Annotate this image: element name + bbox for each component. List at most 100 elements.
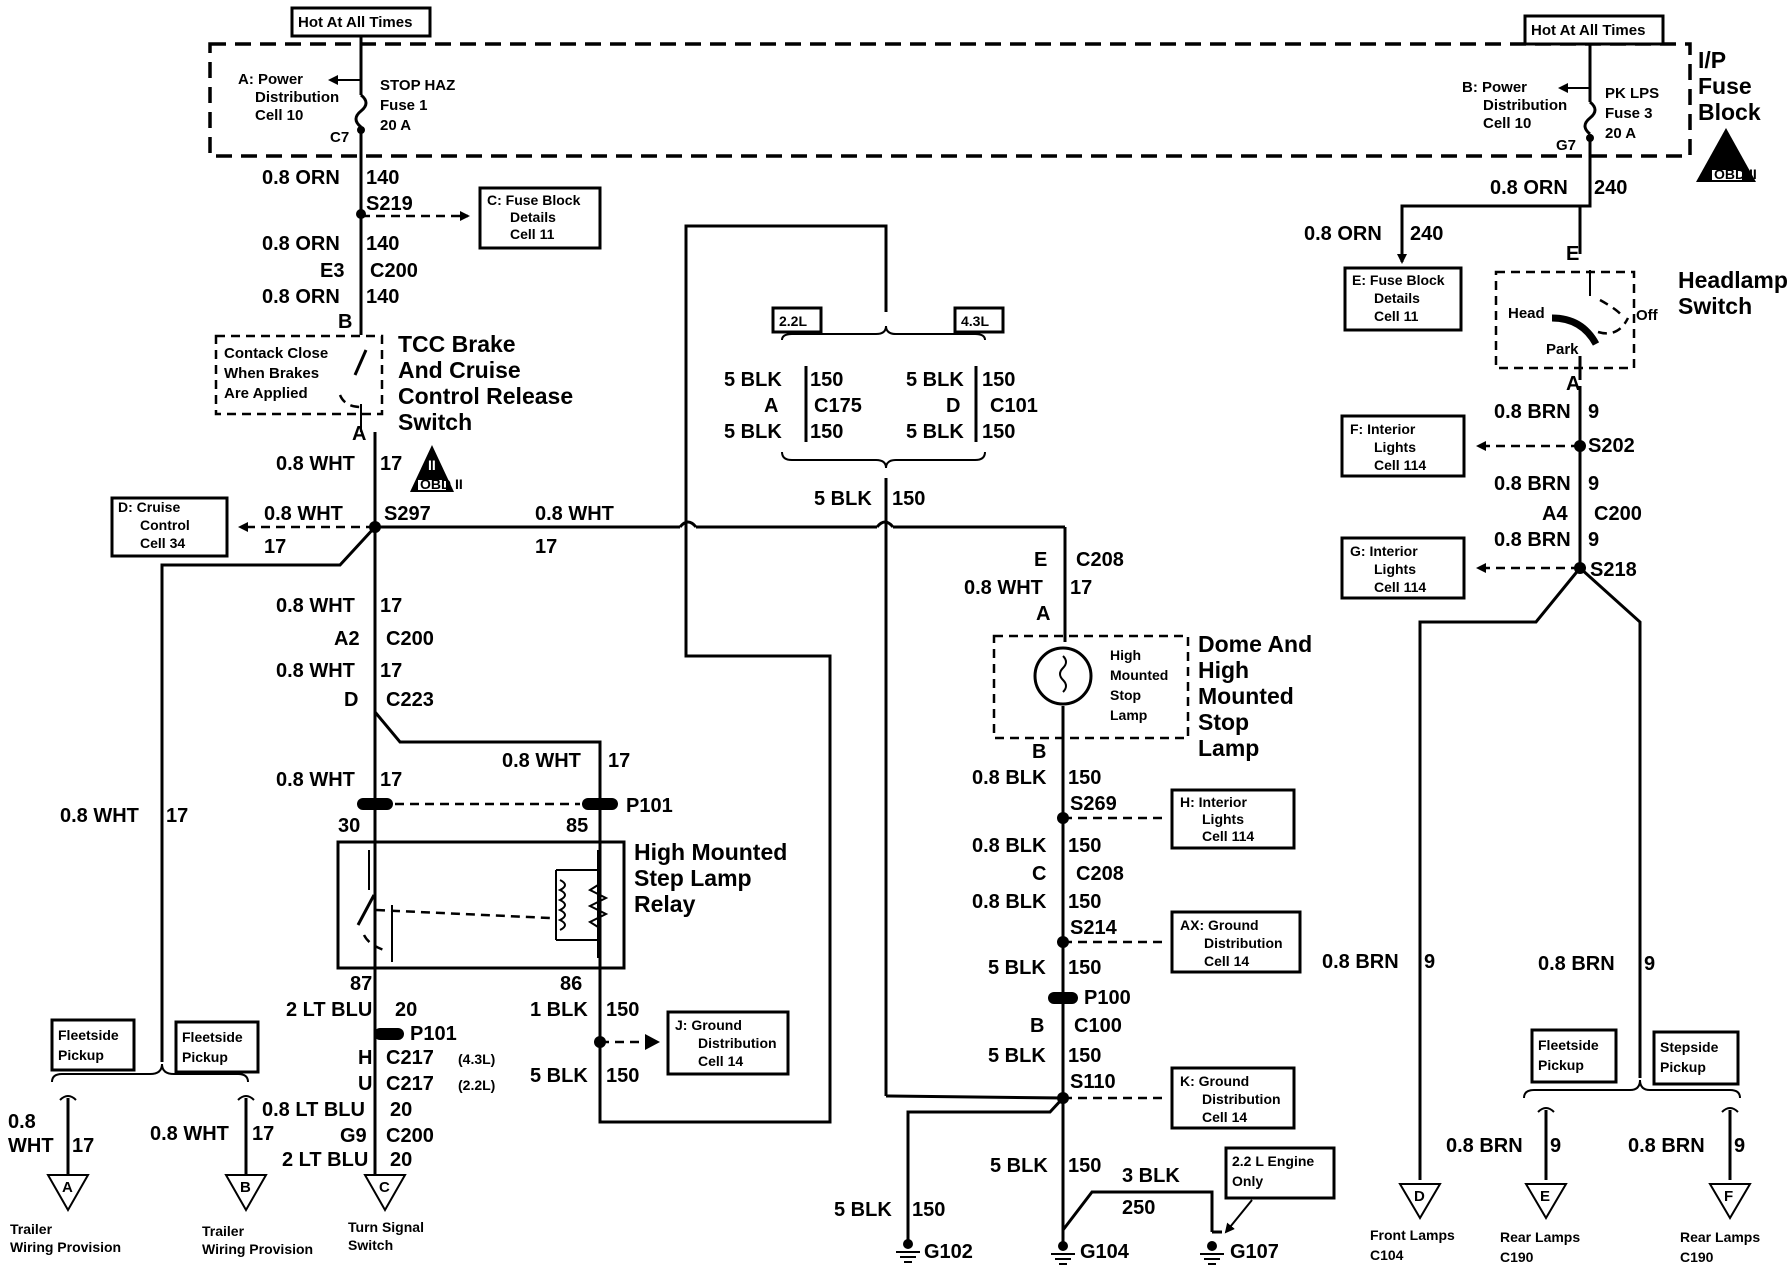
ref-ax-box: AX: Ground Distribution Cell 14 — [1170, 910, 1302, 974]
svg-text:Hot At All Times: Hot At All Times — [298, 14, 412, 31]
svg-text:E: Fuse Block: E: Fuse Block — [1352, 272, 1445, 288]
svg-text:9: 9 — [1588, 401, 1599, 423]
svg-text:140: 140 — [366, 233, 399, 255]
svg-text:17: 17 — [72, 1135, 94, 1157]
svg-text:TCC Brake: TCC Brake — [398, 331, 516, 357]
svg-text:Switch: Switch — [1678, 293, 1752, 319]
svg-text:A2: A2 — [334, 628, 360, 650]
svg-text:Cell 114: Cell 114 — [1374, 579, 1426, 595]
stepside-option: Stepside Pickup — [1652, 1030, 1740, 1086]
svg-text:Cell 14: Cell 14 — [698, 1053, 743, 1069]
svg-text:Rear Lamps: Rear Lamps — [1500, 1229, 1580, 1245]
svg-text:G: Interior: G: Interior — [1350, 543, 1418, 559]
svg-text:0.8 BRN: 0.8 BRN — [1446, 1135, 1523, 1157]
svg-text:Stepside: Stepside — [1660, 1039, 1719, 1055]
svg-text:17: 17 — [380, 453, 402, 475]
svg-text:When Brakes: When Brakes — [224, 365, 319, 382]
svg-text:S218: S218 — [1590, 559, 1637, 581]
connector-arrow-c: C — [363, 1174, 407, 1213]
svg-text:Lights: Lights — [1374, 439, 1416, 455]
svg-text:I/P: I/P — [1698, 47, 1726, 73]
svg-text:C208: C208 — [1076, 863, 1124, 885]
svg-text:17: 17 — [264, 536, 286, 558]
svg-text:0.8 WHT: 0.8 WHT — [60, 805, 139, 827]
svg-text:9: 9 — [1588, 529, 1599, 551]
svg-text:A: A — [764, 395, 778, 417]
svg-text:0.8 WHT: 0.8 WHT — [535, 503, 614, 525]
svg-text:150: 150 — [982, 421, 1015, 443]
svg-text:Hot At All Times: Hot At All Times — [1531, 22, 1645, 39]
svg-text:150: 150 — [606, 999, 639, 1021]
svg-text:C200: C200 — [370, 260, 418, 282]
svg-text:A: A — [1566, 373, 1580, 395]
ref-k-box: K: Ground Distribution Cell 14 — [1170, 1066, 1296, 1130]
svg-text:20: 20 — [390, 1149, 412, 1171]
svg-text:20 A: 20 A — [1605, 125, 1636, 142]
svg-text:2 LT BLU: 2 LT BLU — [286, 999, 372, 1021]
svg-text:240: 240 — [1410, 223, 1443, 245]
svg-text:A: Power: A: Power — [238, 71, 303, 88]
svg-text:20: 20 — [395, 999, 417, 1021]
svg-text:Pickup: Pickup — [1660, 1059, 1706, 1075]
svg-text:250: 250 — [1122, 1197, 1155, 1219]
svg-text:Pickup: Pickup — [1538, 1057, 1584, 1073]
svg-text:Off: Off — [1636, 307, 1659, 324]
svg-text:A: A — [62, 1179, 73, 1196]
option-4-3l: 4.3L — [953, 306, 1005, 334]
ground-g104-icon — [1051, 1241, 1075, 1265]
svg-text:Stop: Stop — [1110, 687, 1141, 703]
svg-text:150: 150 — [1068, 835, 1101, 857]
svg-text:Distribution: Distribution — [1204, 935, 1283, 951]
svg-text:Pickup: Pickup — [58, 1047, 104, 1063]
svg-text:High: High — [1198, 657, 1249, 683]
svg-text:30: 30 — [338, 815, 360, 837]
svg-text:5 BLK: 5 BLK — [814, 488, 872, 510]
svg-text:17: 17 — [380, 660, 402, 682]
svg-text:C: Fuse Block: C: Fuse Block — [487, 192, 581, 208]
svg-text:S214: S214 — [1070, 917, 1118, 939]
svg-text:0.8 BRN: 0.8 BRN — [1494, 473, 1571, 495]
svg-text:Only: Only — [1232, 1173, 1263, 1189]
ref-d-box: D: Cruise Control Cell 34 — [110, 496, 229, 558]
svg-text:C200: C200 — [386, 628, 434, 650]
svg-text:150: 150 — [1068, 767, 1101, 789]
connector-arrow-d: D — [1398, 1183, 1442, 1220]
connector-arrow-f: F — [1708, 1183, 1752, 1220]
svg-text:Details: Details — [510, 209, 556, 225]
svg-text:Mounted: Mounted — [1110, 667, 1168, 683]
svg-text:0.8 ORN: 0.8 ORN — [1490, 177, 1568, 199]
svg-text:Switch: Switch — [348, 1237, 393, 1253]
svg-text:Turn Signal: Turn Signal — [348, 1219, 424, 1235]
svg-text:0.8 BRN: 0.8 BRN — [1494, 529, 1571, 551]
svg-text:17: 17 — [1070, 577, 1092, 599]
svg-text:17: 17 — [166, 805, 188, 827]
fleetside-option-2: Fleetside Pickup — [174, 1020, 260, 1074]
svg-text:0.8 WHT: 0.8 WHT — [264, 503, 343, 525]
svg-text:G7: G7 — [1556, 137, 1576, 154]
svg-text:S297: S297 — [384, 503, 431, 525]
svg-text:4.3L: 4.3L — [961, 313, 989, 329]
svg-text:C104: C104 — [1370, 1247, 1404, 1263]
svg-text:0.8 BLK: 0.8 BLK — [972, 835, 1047, 857]
svg-text:Control Release: Control Release — [398, 383, 573, 409]
svg-text:Cell 34: Cell 34 — [140, 535, 185, 551]
svg-text:Trailer: Trailer — [10, 1221, 53, 1237]
svg-text:Trailer: Trailer — [202, 1223, 245, 1239]
svg-text:150: 150 — [982, 369, 1015, 391]
svg-text:C223: C223 — [386, 689, 434, 711]
svg-text:150: 150 — [606, 1065, 639, 1087]
svg-text:Cell 10: Cell 10 — [1483, 115, 1531, 132]
svg-text:E3: E3 — [320, 260, 344, 282]
svg-text:9: 9 — [1588, 473, 1599, 495]
svg-text:Distribution: Distribution — [698, 1035, 777, 1051]
svg-text:S202: S202 — [1588, 435, 1635, 457]
svg-text:S110: S110 — [1070, 1071, 1116, 1093]
hot-at-all-times-left: Hot At All Times — [290, 6, 432, 38]
svg-text:C217: C217 — [386, 1073, 434, 1095]
svg-text:2.2L: 2.2L — [779, 313, 807, 329]
svg-text:C175: C175 — [814, 395, 862, 417]
svg-text:0.8 LT BLU: 0.8 LT BLU — [262, 1099, 365, 1121]
svg-text:C: C — [379, 1179, 390, 1196]
svg-text:17: 17 — [535, 536, 557, 558]
svg-text:High Mounted: High Mounted — [634, 839, 787, 865]
